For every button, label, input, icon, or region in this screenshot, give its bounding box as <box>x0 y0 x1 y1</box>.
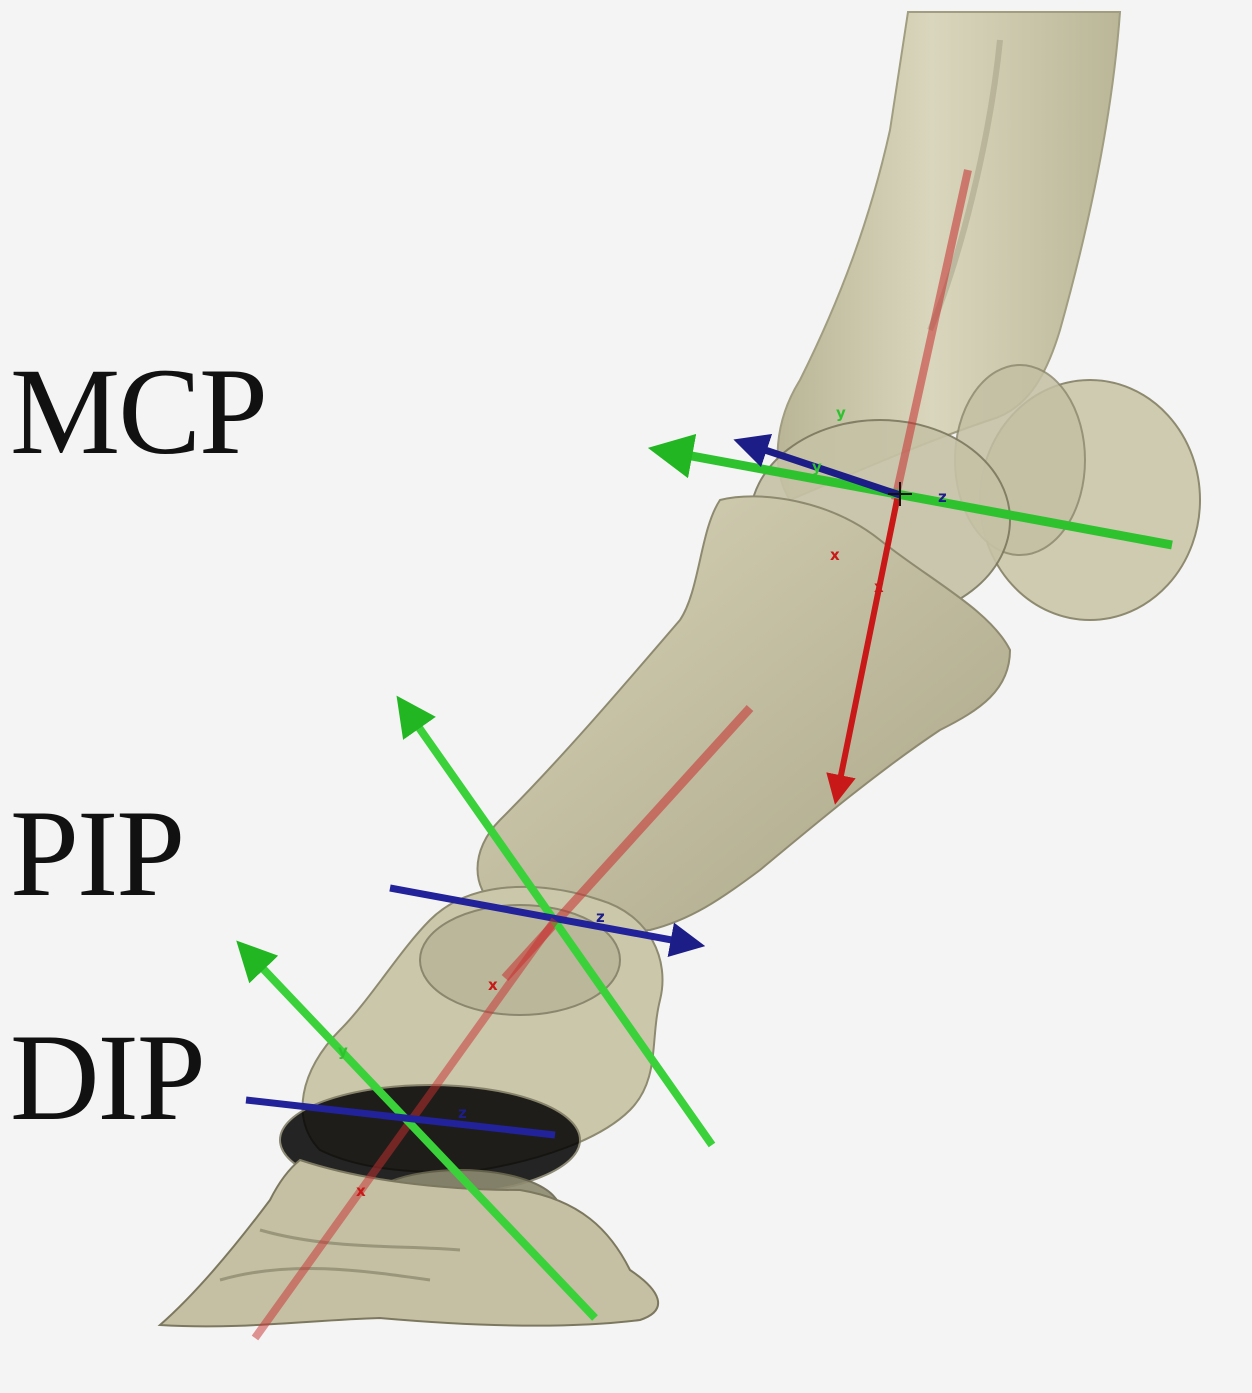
mcp-y-letter-2: y <box>812 458 822 476</box>
dip-z-letter: z <box>458 1104 467 1122</box>
mcp-y-letter: y <box>836 404 846 422</box>
pip-z-letter: z <box>596 908 605 926</box>
dip-label: DIP <box>10 1016 204 1140</box>
mcp-z-letter: z <box>938 488 947 506</box>
mcp-x-letter: x <box>830 546 840 564</box>
dip-y-letter: y <box>338 1042 348 1060</box>
pip-x-letter: x <box>488 976 498 994</box>
mcp-label: MCP <box>10 350 266 474</box>
mcp-x-letter-2: x <box>874 578 884 596</box>
dip-x-letter: x <box>356 1182 366 1200</box>
pip-label: PIP <box>10 792 183 916</box>
